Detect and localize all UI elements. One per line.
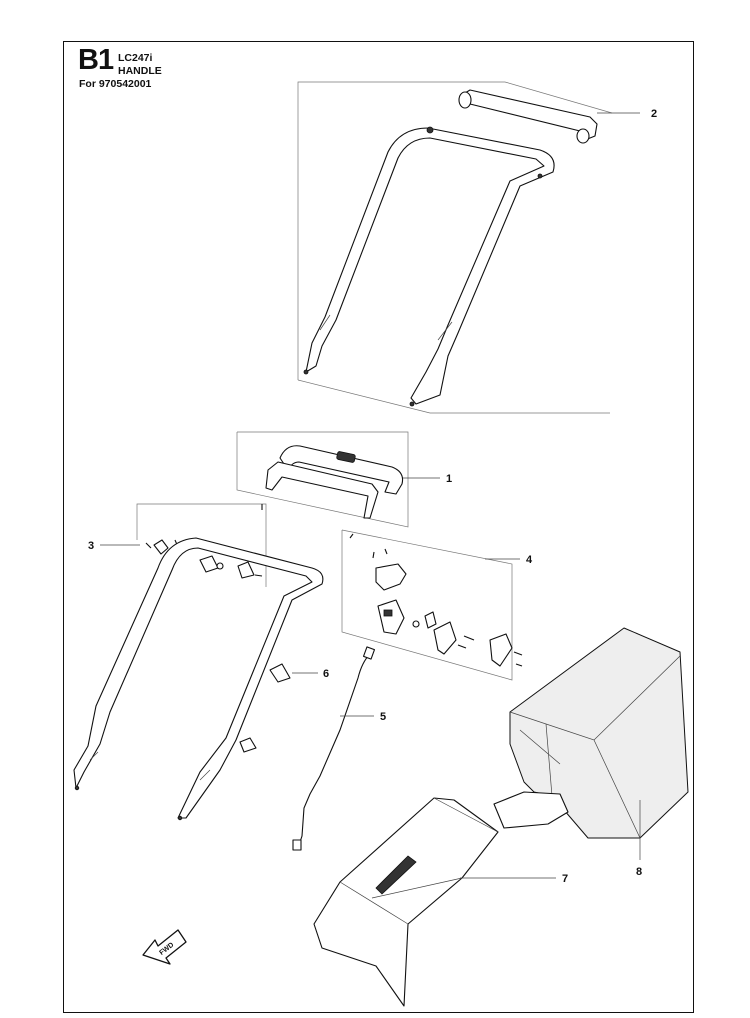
cable-clip-lower <box>239 737 257 753</box>
callout-5: 5 <box>380 711 386 723</box>
grip-bar <box>279 445 404 495</box>
page-title: HANDLE <box>118 65 162 77</box>
switch-housing <box>377 599 405 635</box>
switch-cover <box>375 563 407 591</box>
bag-handle <box>375 855 417 895</box>
grass-bag <box>509 627 689 839</box>
fastener-group <box>136 503 267 587</box>
callout-1: 1 <box>446 473 452 485</box>
callout-8: 8 <box>636 866 642 878</box>
grip-assembly-group <box>236 431 409 528</box>
callout-4: 4 <box>526 554 533 566</box>
bracket-clip <box>153 539 169 555</box>
section-code: B1 <box>78 44 114 76</box>
knob-right <box>237 561 255 579</box>
callout-3: 3 <box>88 540 94 552</box>
bag-frame <box>313 797 499 1007</box>
callout-7: 7 <box>562 873 568 885</box>
knob-left <box>199 555 219 573</box>
upper-handle-frame <box>305 127 555 405</box>
callout-6: 6 <box>323 668 329 680</box>
grip-lever <box>265 461 379 519</box>
control-unit-group <box>341 529 523 681</box>
top-grip-bar <box>459 89 598 141</box>
upper-handle-group <box>297 81 613 414</box>
bag-chute <box>493 791 569 829</box>
cable-clip <box>269 663 291 683</box>
grip-end-right <box>576 128 590 144</box>
grip-end-left <box>458 91 472 109</box>
callout-2: 2 <box>651 108 657 120</box>
lower-handle-frame <box>73 537 324 819</box>
for-serial: For 970542001 <box>79 78 152 90</box>
drawing-frame <box>63 41 694 1013</box>
cable <box>297 653 371 849</box>
switch-plate <box>433 621 457 655</box>
switch-cap <box>489 633 513 667</box>
forward-arrow-icon: FWD <box>142 929 187 965</box>
grip-switch <box>336 451 356 463</box>
model-name: LC247i <box>118 52 153 64</box>
